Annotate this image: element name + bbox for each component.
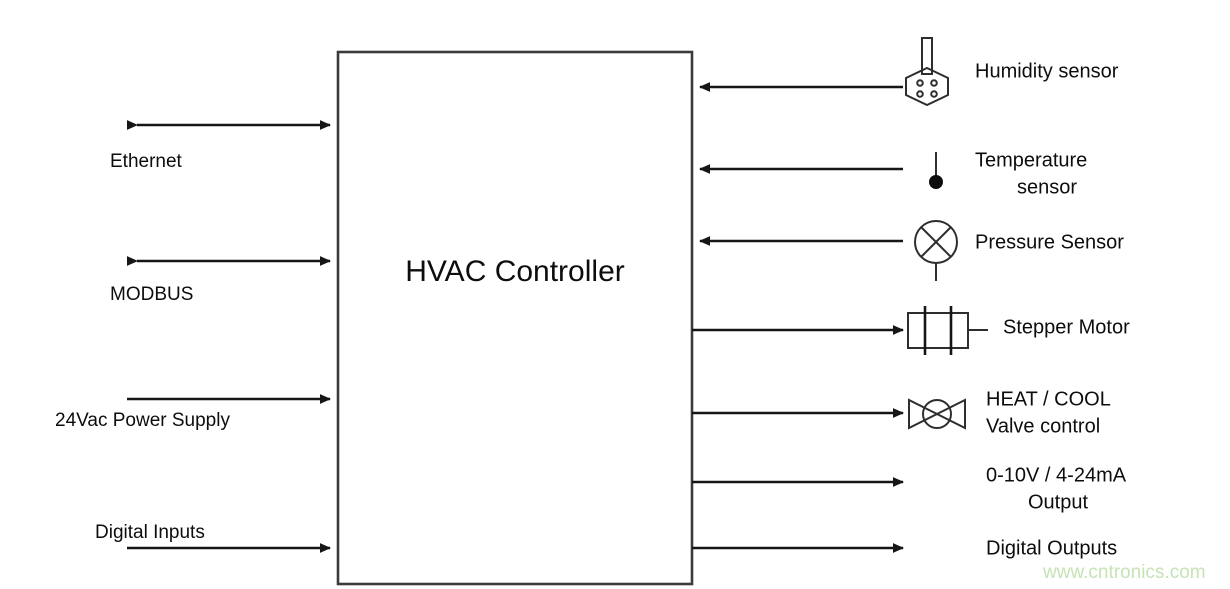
digital-inputs-label: Digital Inputs bbox=[95, 522, 205, 543]
valve-control-label-line2: Valve control bbox=[986, 415, 1100, 437]
humidity-sensor-body bbox=[905, 66, 949, 107]
temperature-sensor-icon bbox=[929, 152, 943, 189]
analog-output-label-line1: 0-10V / 4-24mA bbox=[986, 464, 1127, 486]
controller-box: HVAC Controller bbox=[336, 50, 694, 586]
left-ports-group: Ethernet MODBUS 24Vac Power Supply Digit… bbox=[55, 120, 331, 553]
temperature-sensor-label-line2: sensor bbox=[1017, 176, 1077, 198]
pressure-sensor-label: Pressure Sensor bbox=[975, 231, 1124, 253]
port-power-supply: 24Vac Power Supply bbox=[55, 394, 331, 431]
port-digital-outputs: Digital Outputs bbox=[692, 537, 1117, 559]
port-modbus: MODBUS bbox=[110, 256, 331, 305]
analog-output-label-line2: Output bbox=[1028, 491, 1088, 513]
humidity-sensor-hole bbox=[930, 79, 938, 87]
pressure-sensor-icon bbox=[914, 220, 958, 281]
humidity-sensor-hole bbox=[916, 90, 924, 98]
ethernet-label: Ethernet bbox=[110, 151, 183, 172]
humidity-sensor-icon bbox=[905, 37, 949, 107]
port-temperature-sensor: Temperature sensor bbox=[699, 149, 1087, 198]
stepper-motor-label: Stepper Motor bbox=[1003, 316, 1130, 338]
pressure-sensor-cross-b bbox=[920, 226, 952, 258]
stepper-motor-body bbox=[907, 312, 969, 349]
humidity-sensor-hole bbox=[916, 79, 924, 87]
humidity-sensor-label: Humidity sensor bbox=[975, 60, 1119, 82]
valve-control-label-line1: HEAT / COOL bbox=[986, 388, 1111, 410]
digital-outputs-label: Digital Outputs bbox=[986, 537, 1117, 559]
humidity-sensor-stem bbox=[921, 37, 933, 75]
port-ethernet: Ethernet bbox=[110, 120, 331, 172]
temperature-sensor-label-line1: Temperature bbox=[975, 149, 1087, 171]
stepper-motor-icon bbox=[907, 306, 988, 355]
port-valve-control: HEAT / COOL Valve control bbox=[692, 388, 1111, 437]
port-pressure-sensor: Pressure Sensor bbox=[699, 220, 1124, 281]
watermark: www.cntronics.com bbox=[1042, 562, 1206, 583]
valve-actuator-circle bbox=[922, 399, 952, 429]
port-humidity-sensor: Humidity sensor bbox=[699, 37, 1119, 107]
right-ports-group: Humidity sensor Temperature sensor bbox=[692, 37, 1130, 559]
port-analog-output: 0-10V / 4-24mA Output bbox=[692, 464, 1127, 513]
temperature-sensor-bulb bbox=[929, 175, 943, 189]
valve-left-triangle bbox=[908, 398, 940, 430]
controller-box-rect bbox=[336, 50, 694, 586]
humidity-sensor-hole bbox=[930, 90, 938, 98]
port-digital-inputs: Digital Inputs bbox=[95, 522, 331, 553]
modbus-label: MODBUS bbox=[110, 284, 193, 305]
valve-icon bbox=[908, 398, 966, 430]
port-stepper-motor: Stepper Motor bbox=[692, 306, 1130, 355]
valve-right-triangle bbox=[934, 398, 966, 430]
controller-title: HVAC Controller bbox=[405, 255, 625, 288]
power-supply-label: 24Vac Power Supply bbox=[55, 410, 230, 431]
